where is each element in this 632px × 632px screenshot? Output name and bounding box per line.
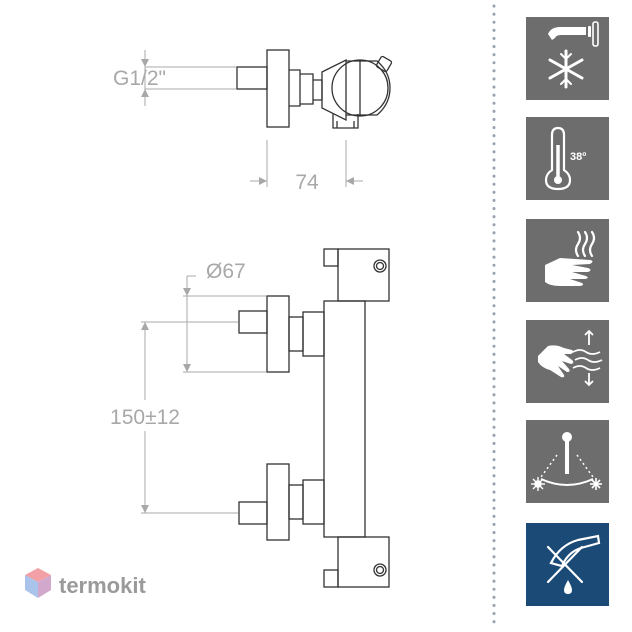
side-nipple bbox=[236, 66, 268, 90]
heat-waves-icon bbox=[574, 230, 596, 258]
feature-cold-water bbox=[526, 17, 609, 100]
termokit-logo bbox=[25, 568, 51, 598]
front-view bbox=[238, 248, 390, 588]
connection-label: G1/2" bbox=[113, 67, 166, 90]
lower-connection bbox=[238, 463, 325, 541]
feature-flow-control bbox=[526, 320, 609, 403]
hand-icon bbox=[538, 345, 574, 378]
side-body-connector bbox=[321, 58, 347, 122]
centers-dimension bbox=[141, 321, 238, 514]
connection-dimension bbox=[141, 50, 236, 106]
lever-icon bbox=[540, 432, 594, 486]
front-top-cap bbox=[337, 248, 390, 302]
feature-temperature-limit: 38º bbox=[526, 117, 609, 200]
side-outlet bbox=[332, 114, 359, 129]
hand-icon bbox=[545, 258, 593, 286]
centers-label: 150±12 bbox=[110, 406, 180, 429]
front-body bbox=[323, 300, 366, 538]
crossed-spout-icon bbox=[546, 534, 601, 584]
upper-connection bbox=[238, 295, 325, 373]
faucet-icon bbox=[548, 21, 599, 47]
water-flow-icon bbox=[572, 349, 603, 371]
brand-name: termokit bbox=[59, 573, 146, 598]
feature-hot-water bbox=[526, 219, 609, 302]
feature-thermostatic-mixing bbox=[526, 420, 609, 503]
flange-label: Ø67 bbox=[206, 260, 246, 283]
sun-icon bbox=[531, 477, 545, 491]
arrows-up-down-icon bbox=[584, 329, 594, 387]
side-view bbox=[236, 49, 393, 129]
bottom-screw bbox=[373, 563, 387, 577]
temperature-label: 38º bbox=[570, 151, 586, 163]
snowflake-icon bbox=[548, 49, 584, 89]
flange-dimension bbox=[183, 275, 266, 373]
drop-icon bbox=[564, 580, 572, 594]
side-flange bbox=[266, 49, 290, 128]
depth-dimension bbox=[250, 140, 363, 187]
snowflake-icon bbox=[590, 478, 602, 490]
top-screw bbox=[373, 259, 387, 273]
thermometer-icon bbox=[544, 126, 572, 191]
feature-anti-limescale bbox=[526, 523, 609, 606]
depth-label: 74 bbox=[295, 171, 319, 194]
front-bottom-cap bbox=[337, 536, 390, 588]
side-eccentric bbox=[289, 69, 301, 107]
